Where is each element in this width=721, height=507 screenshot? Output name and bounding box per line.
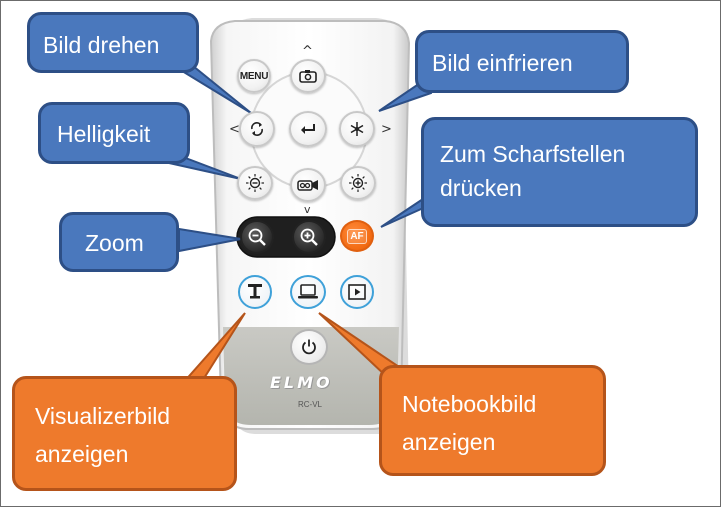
chevron-down-icon: v	[304, 203, 311, 216]
capture-button[interactable]	[290, 59, 326, 93]
callout-brightness-text: Helligkeit	[57, 121, 151, 147]
callout-rotate: Bild drehen	[27, 12, 199, 73]
visualizer-button[interactable]	[238, 275, 272, 309]
freeze-snowflake-icon	[350, 122, 364, 136]
callout-notebook: Notebookbild anzeigen	[379, 365, 606, 476]
callout-freeze: Bild einfrieren	[415, 30, 629, 93]
video-icon	[297, 180, 318, 191]
brightness-up-icon	[349, 174, 367, 192]
callout-zoom: Zoom	[59, 212, 179, 272]
enter-icon	[301, 124, 315, 134]
brand-logo: ELMO	[270, 373, 333, 392]
power-button[interactable]	[290, 329, 328, 365]
callout-zoom-text: Zoom	[85, 230, 144, 256]
zoom-out-button[interactable]	[240, 220, 274, 254]
callout-freeze-text: Bild einfrieren	[432, 50, 573, 76]
remote-lower-panel	[223, 327, 399, 425]
video-mode-button[interactable]	[290, 168, 326, 202]
rotate-icon	[251, 122, 263, 136]
visualizer-icon	[248, 284, 262, 299]
callout-focus: Zum Scharfstellen drücken	[421, 117, 698, 227]
brightness-down-icon	[246, 174, 264, 192]
callout-visualizer-line2: anzeigen	[35, 441, 129, 467]
callout-focus-line2: drücken	[440, 175, 522, 201]
chevron-right-icon: >	[381, 122, 392, 137]
zoom-in-icon	[300, 228, 318, 246]
callout-brightness: Helligkeit	[38, 102, 190, 164]
af-label: AF	[347, 228, 367, 244]
brightness-up-button[interactable]	[340, 166, 376, 200]
rotate-button[interactable]	[239, 111, 275, 147]
zoom-out-icon	[248, 228, 266, 246]
autofocus-button[interactable]: AF	[340, 220, 374, 252]
play-icon	[348, 284, 366, 300]
callout-notebook-line1: Notebookbild	[402, 391, 537, 417]
chevron-up-icon: ^	[302, 44, 313, 59]
callout-visualizer: Visualizerbild anzeigen	[12, 376, 237, 491]
power-icon	[302, 339, 316, 355]
callout-rotate-text: Bild drehen	[43, 32, 160, 58]
notebook-button[interactable]	[290, 275, 326, 309]
model-label: RC-VL	[298, 400, 323, 409]
callout-focus-line1: Zum Scharfstellen	[440, 141, 626, 167]
arrow-zoom	[178, 227, 242, 253]
freeze-button[interactable]	[339, 111, 375, 147]
laptop-icon	[298, 284, 318, 299]
zoom-in-button[interactable]	[292, 220, 326, 254]
brightness-down-button[interactable]	[237, 166, 273, 200]
menu-button[interactable]: MENU	[237, 59, 271, 93]
callout-visualizer-line1: Visualizerbild	[35, 403, 171, 429]
menu-label: MENU	[239, 70, 269, 82]
callout-notebook-line2: anzeigen	[402, 429, 496, 455]
playback-button[interactable]	[340, 275, 374, 309]
camera-icon	[299, 70, 317, 83]
chevron-left-icon: <	[229, 122, 240, 137]
enter-button[interactable]	[289, 111, 327, 147]
